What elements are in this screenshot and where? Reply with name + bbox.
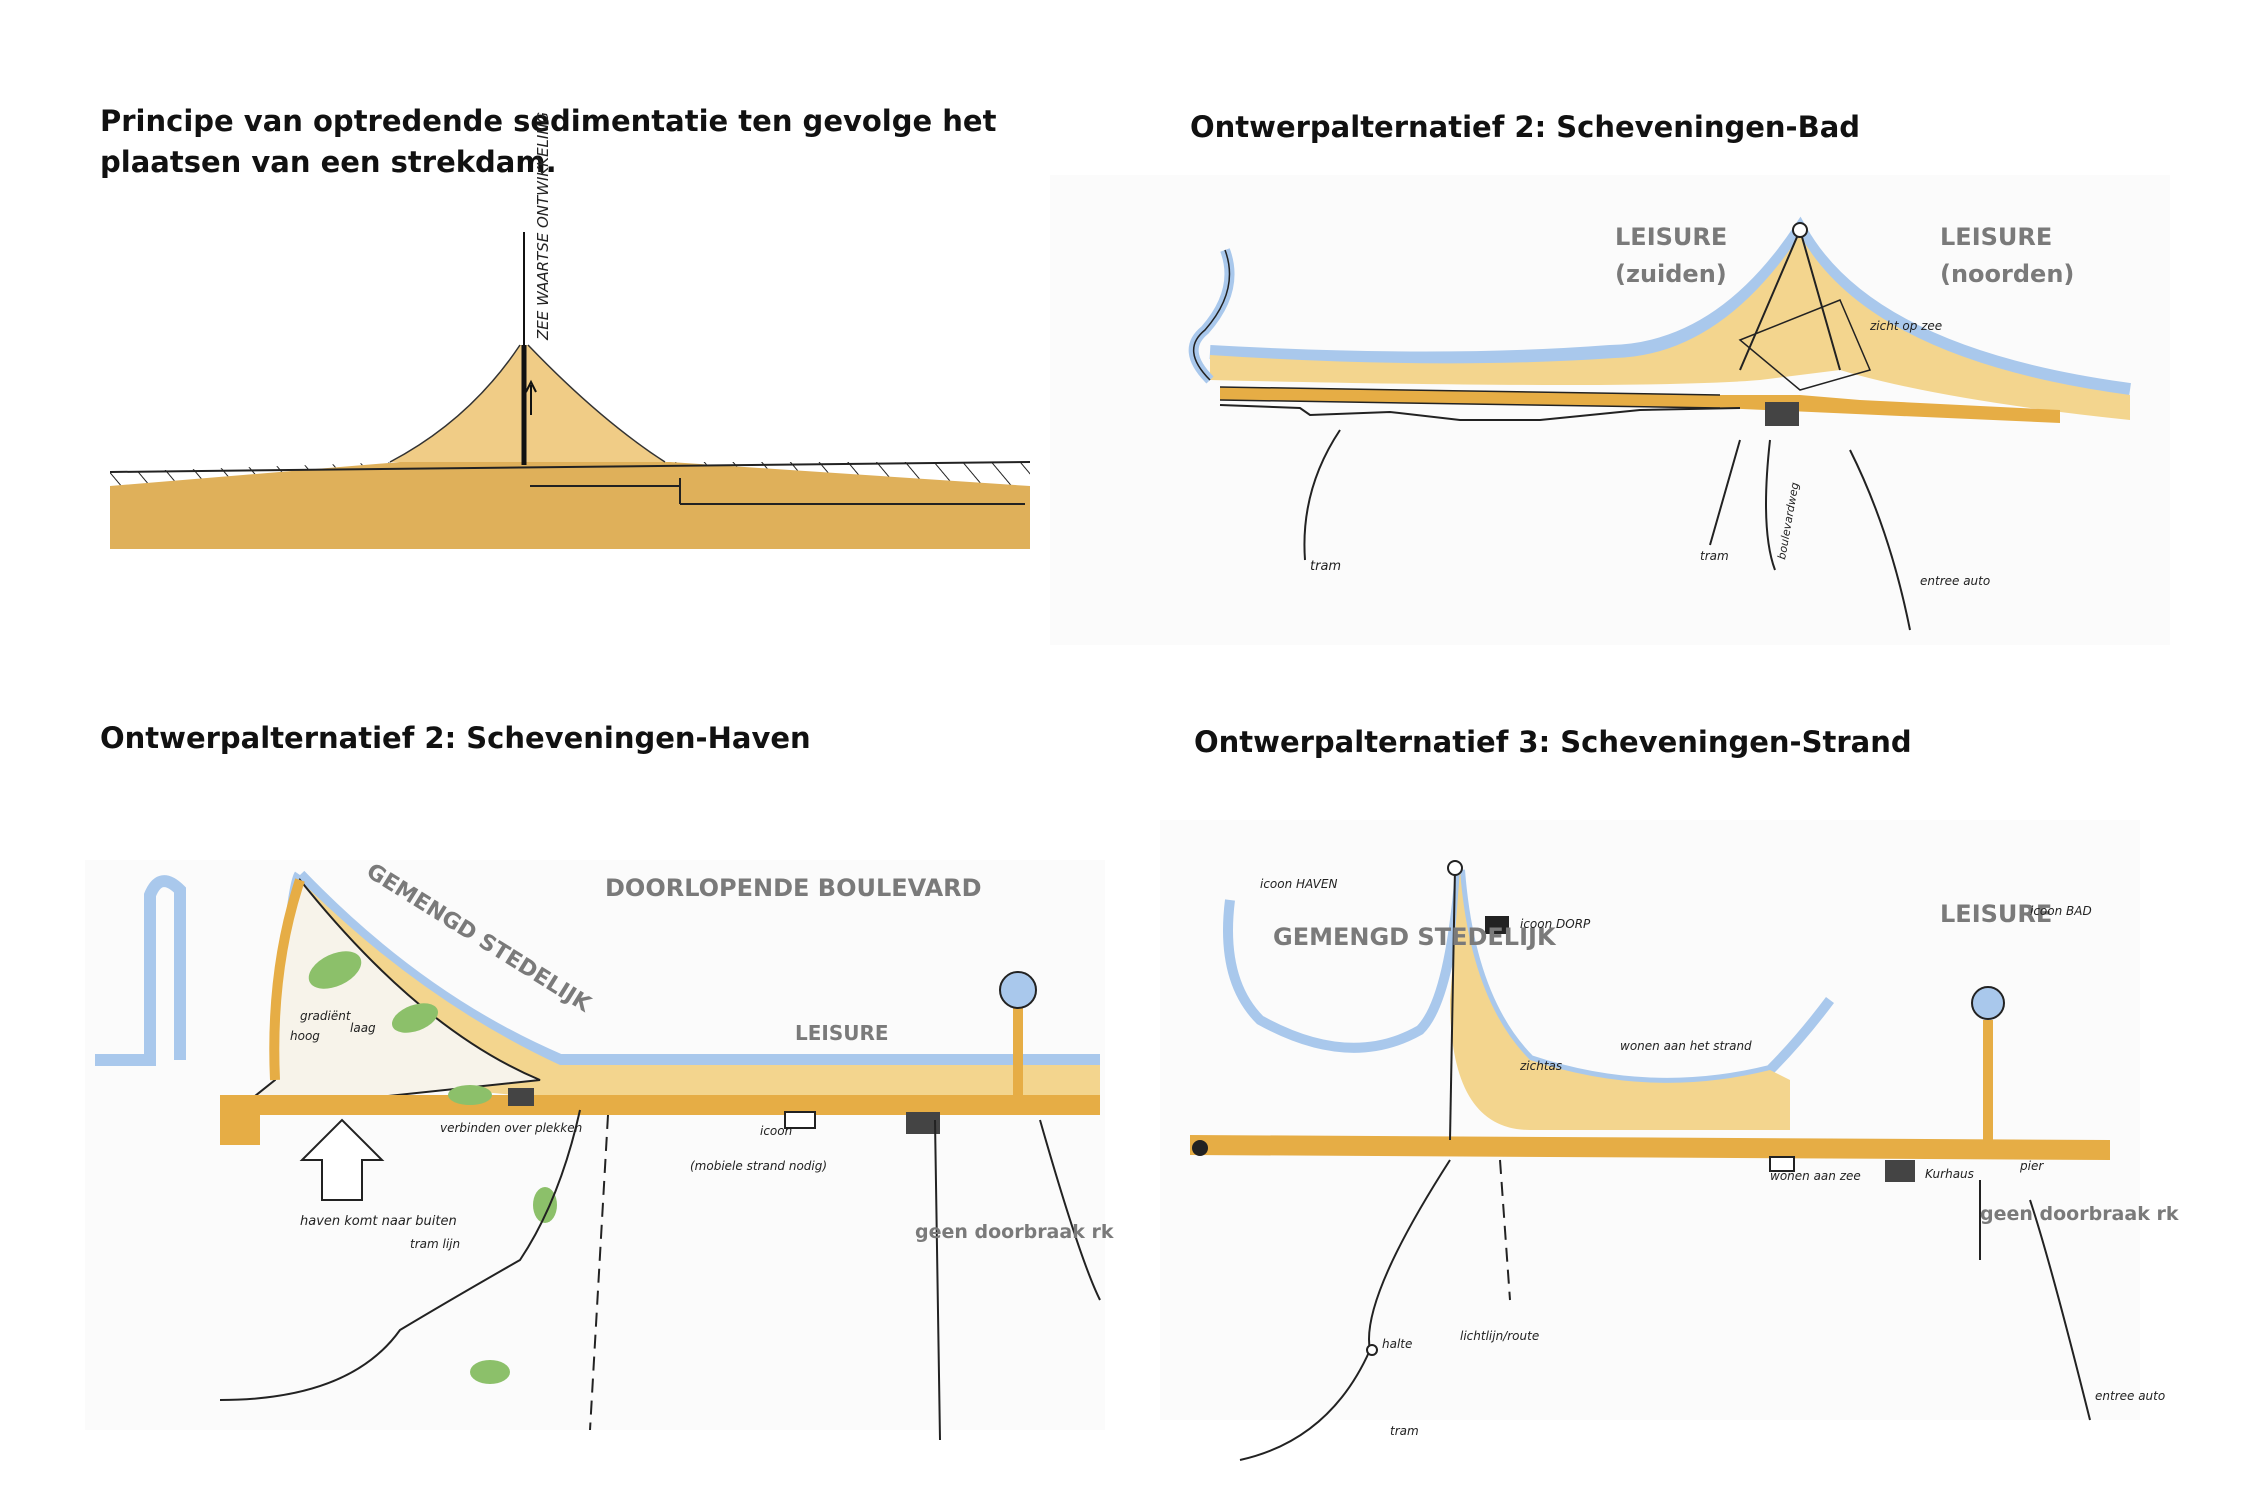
strand-kurhaus-block [1885, 1160, 1915, 1182]
pier-head-icon [1792, 222, 1808, 238]
strand-note-icon-dorp: icoon DORP [1520, 917, 1591, 931]
haven-boulevard-label: DOORLOPENDE BOULEVARD [605, 874, 982, 902]
pier-platform-icon [999, 971, 1037, 1009]
strand-pier-head-icon [1447, 860, 1463, 876]
sedimentation-title-line2: plaatsen van een strekdam. [100, 145, 557, 179]
bad-note-road: boulevardweg [1775, 481, 1801, 560]
strand-map: GEMENGD STEDELIJK LEISURE geen doorbraak… [1190, 860, 2179, 1461]
haven-no-break: geen doorbraak rk [915, 1221, 1114, 1243]
bad-note-tram2: tram [1700, 549, 1729, 563]
sedimentation-title-line1: Principe van optredende sedimentatie ten… [100, 104, 997, 138]
bad-map: LEISURE (zuiden) LEISURE (noorden) zicht… [1188, 216, 2131, 631]
water-hatch-right [670, 462, 1030, 486]
bad-leisure-north: LEISURE [1940, 223, 2052, 251]
bad-title: Ontwerpalternatief 2: Scheveningen-Bad [1190, 110, 1861, 144]
vertical-note: ZEE WAARTSE ONTWIKKELING [534, 112, 552, 341]
haven-leisure-label: LEISURE [795, 1021, 889, 1045]
strand-mixed-label: GEMENGD STEDELIJK [1273, 923, 1557, 951]
water-hatch-left [110, 462, 400, 486]
bad-leisure-south: LEISURE [1615, 223, 1727, 251]
haven-title: Ontwerpalternatief 2: Scheveningen-Haven [100, 721, 811, 755]
bad-note-tram: tram [1310, 559, 1341, 574]
strand-note-tram: tram [1390, 1424, 1419, 1438]
haven-quay [220, 1105, 260, 1145]
strand-note-halte: halte [1382, 1337, 1412, 1351]
strand-icon-dorp-block [1485, 916, 1509, 934]
strand-note-route: lichtlijn/route [1460, 1329, 1539, 1343]
kurhaus-block-haven [906, 1112, 940, 1134]
seabed-ground [110, 486, 1030, 549]
strand-note-icon-haven: icoon HAVEN [1260, 877, 1337, 891]
bad-leisure-north-sub: (noorden) [1940, 260, 2074, 288]
strand-no-break: geen doorbraak rk [1980, 1203, 2179, 1225]
strand-title: Ontwerpalternatief 3: Scheveningen-Stran… [1194, 725, 1912, 759]
haven-note-tram: tram lijn [410, 1237, 460, 1251]
haven-icon-block [508, 1088, 534, 1106]
green-patch-2 [392, 1003, 438, 1033]
green-patch-3 [448, 1085, 492, 1105]
bad-panel: Ontwerpalternatief 2: Scheveningen-Bad L… [1040, 90, 2249, 650]
haven-note-icon: icoon [760, 1124, 792, 1138]
haven-note-low: laag [350, 1021, 376, 1035]
sediment-cone [390, 345, 665, 462]
strand-note-living-sea: wonen aan zee [1770, 1169, 1861, 1183]
bad-note-car: entree auto [1920, 574, 1990, 588]
green-patch-4 [533, 1187, 557, 1223]
green-patch-1 [308, 951, 362, 989]
strand-leisure-label: LEISURE [1940, 900, 2052, 928]
strand-note-icon-bad: icoon BAD [2030, 904, 2092, 918]
harbour-out-arrow [299, 1118, 385, 1201]
haven-note-high: hoog [290, 1029, 320, 1043]
strand-note-pier: pier [2019, 1159, 2044, 1173]
strand-panel: Ontwerpalternatief 3: Scheveningen-Stran… [1150, 700, 2249, 1461]
bad-leisure-south-sub: (zuiden) [1615, 260, 1727, 288]
haven-note-beach: (mobiele strand nodig) [690, 1159, 827, 1173]
bad-note-view: zicht op zee [1869, 319, 1942, 333]
strand-note-living: wonen aan het strand [1620, 1039, 1752, 1053]
haven-panel: Ontwerpalternatief 2: Scheveningen-Haven [0, 700, 1120, 1460]
haven-map: DOORLOPENDE BOULEVARD GEMENGD STEDELIJK … [95, 859, 1114, 1441]
haven-note-connect: verbinden over plekken [440, 1121, 582, 1135]
haven-note-gradient: gradiënt [300, 1009, 352, 1023]
strand-note-sight: zichtas [1519, 1059, 1562, 1073]
strand-note-car: entree auto [2095, 1389, 2165, 1403]
ground-surface [110, 462, 1030, 486]
strand-note-kurhaus: Kurhaus [1925, 1167, 1974, 1181]
green-patch-5 [470, 1360, 510, 1384]
strand-right-pier-icon [1971, 986, 2005, 1020]
sedimentation-panel: Principe van optredende sedimentatie ten… [0, 0, 1080, 600]
strand-halte-icon [1366, 1344, 1378, 1356]
kurhaus-block [1765, 402, 1799, 426]
strand-end-left-icon [1192, 1140, 1208, 1156]
haven-note-harbour: haven komt naar buiten [300, 1214, 457, 1229]
sedimentation-diagram: ZEE WAARTSE ONTWIKKELING [109, 112, 1031, 549]
